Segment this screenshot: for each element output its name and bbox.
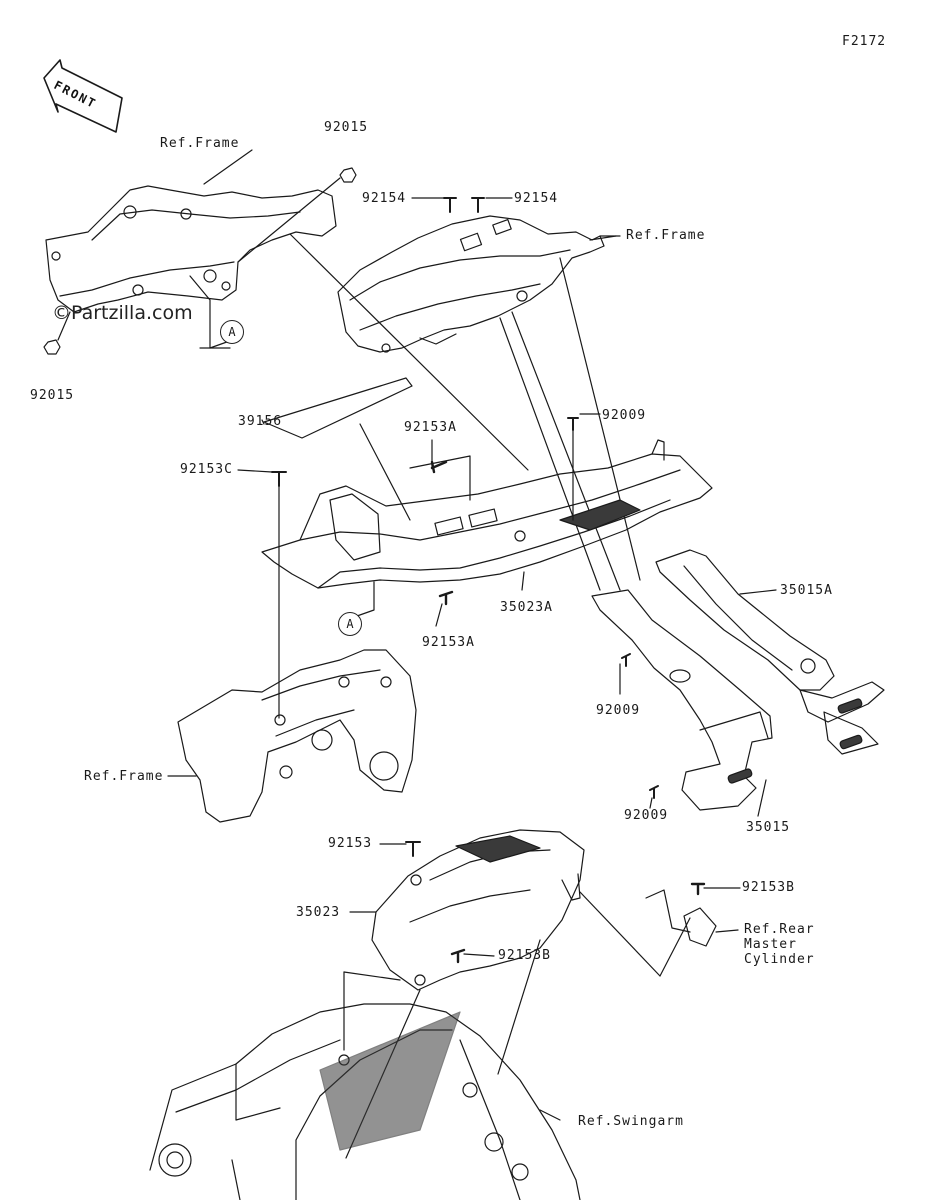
screw-92153-icon [405,841,421,857]
label-92153: 92153 [328,836,373,851]
ref-swingarm-part [149,1003,581,1200]
ref-frame-main-part [177,649,417,823]
screw-92154-right-icon [471,197,485,213]
label-35015: 35015 [746,820,791,835]
label-92153A-top: 92153A [404,420,457,435]
label-92153B-right: 92153B [742,880,795,895]
label-92009-bottom: 92009 [624,808,669,823]
sheet-39156-part [263,377,413,439]
label-92009-top: 92009 [602,408,647,423]
label-ref-swingarm: Ref.Swingarm [578,1114,684,1129]
label-ref-frame-mid: Ref.Frame [84,769,164,784]
bracket-35015-part [591,589,773,811]
fender-35023-part [371,829,585,991]
reference-mark-a-top: A [220,320,244,344]
label-92015-bottom: 92015 [30,388,75,403]
label-92015-top: 92015 [324,120,369,135]
bracket-35015A-part [655,549,885,755]
label-39156: 39156 [238,414,283,429]
rear-master-cylinder-clamp-part [645,889,717,947]
label-92153A-bottom: 92153A [422,635,475,650]
label-ref-frame-top-right: Ref.Frame [626,228,706,243]
reference-mark-a-mid: A [338,612,362,636]
label-ref-rear-master-cylinder: Ref.Rear Master Cylinder [744,922,815,967]
screw-92009-top-icon [567,417,579,431]
diagram-code: F2172 [842,34,887,49]
label-ref-frame-top-left: Ref.Frame [160,136,240,151]
label-35023A: 35023A [500,600,553,615]
label-92153C: 92153C [180,462,233,477]
screw-92009-mid-icon [621,653,631,667]
label-92154-right: 92154 [514,191,559,206]
ref-frame-upper-left-part [45,185,337,349]
screw-92153A-bottom-icon [438,590,454,606]
nut-92015-bottom-icon [43,339,61,355]
label-35023: 35023 [296,905,341,920]
screw-92154-left-icon [443,197,457,213]
label-92154-left: 92154 [362,191,407,206]
label-92009-mid: 92009 [596,703,641,718]
front-arrow-icon [43,59,123,133]
screw-92153B-mid-icon [450,948,466,964]
screw-92009-bottom-icon [649,785,659,799]
label-35015A: 35015A [780,583,833,598]
under-tray-35023A-part [261,439,713,589]
nut-92015-top-icon [339,167,357,183]
screw-92153B-right-icon [690,882,706,896]
label-92153B-mid: 92153B [498,948,551,963]
watermark: ©Partzilla.com [52,302,193,324]
ref-frame-upper-right-part [337,215,605,353]
screw-92153C-icon [271,471,287,487]
